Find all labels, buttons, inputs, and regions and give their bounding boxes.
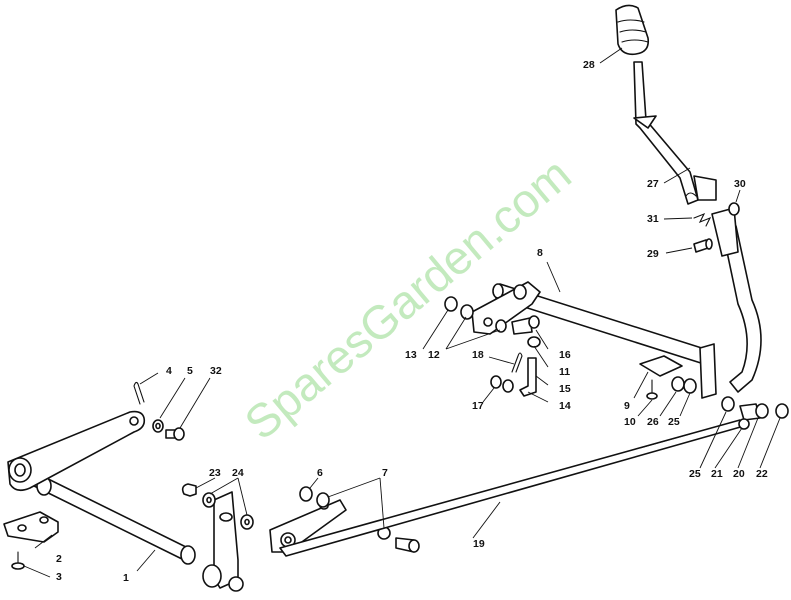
washer-pair — [202, 492, 254, 530]
washer-and-bolt — [377, 526, 420, 553]
tie-rod — [279, 419, 745, 557]
callout-18: 18 — [472, 349, 484, 361]
lower-cross-shaft — [25, 469, 196, 565]
callout-21: 21 — [711, 468, 723, 480]
callout-10: 10 — [624, 416, 636, 428]
callout-32: 32 — [210, 365, 222, 377]
callout-7: 7 — [382, 467, 388, 479]
callout-4: 4 — [166, 365, 172, 377]
upper-pivot-arm — [471, 281, 541, 335]
lever-knob — [615, 4, 650, 56]
washer — [152, 419, 164, 433]
callout-8: 8 — [537, 247, 543, 259]
washers-lower — [490, 375, 514, 393]
callout-30: 30 — [734, 178, 746, 190]
callout-9: 9 — [624, 400, 630, 412]
callout-19: 19 — [473, 538, 485, 550]
nut-30 — [728, 202, 740, 216]
lever-hub — [671, 343, 717, 399]
callout-2: 2 — [56, 553, 62, 565]
bolt-29 — [693, 238, 713, 253]
callout-3: 3 — [56, 571, 62, 583]
callout-29: 29 — [647, 248, 659, 260]
screw — [11, 551, 25, 570]
callout-25-lower: 25 — [689, 468, 701, 480]
callout-14: 14 — [559, 400, 571, 412]
shaft-bracket — [639, 355, 683, 400]
callout-5: 5 — [187, 365, 193, 377]
lower-pivot-plate — [202, 491, 244, 592]
callout-6: 6 — [317, 467, 323, 479]
callout-11: 11 — [559, 366, 570, 378]
callout-17: 17 — [472, 400, 484, 412]
callout-31: 31 — [647, 213, 659, 225]
swivel-joint — [511, 315, 541, 348]
hair-clip — [511, 352, 523, 373]
callout-23: 23 — [209, 467, 221, 479]
washers-upper — [444, 296, 507, 333]
callout-24: 24 — [232, 467, 244, 479]
callout-1: 1 — [123, 572, 129, 584]
nut — [299, 486, 330, 508]
rod-end-hardware — [721, 396, 789, 430]
leader-lines — [23, 47, 781, 578]
retaining-clip — [181, 483, 197, 497]
left-lever-arm — [7, 410, 146, 492]
callout-20: 20 — [733, 468, 745, 480]
callout-15: 15 — [559, 383, 571, 395]
callout-12: 12 — [428, 349, 440, 361]
spring-31 — [685, 192, 712, 227]
spring-clip — [133, 381, 145, 405]
callout-28: 28 — [583, 59, 595, 71]
l-pin — [519, 357, 537, 397]
callout-27: 27 — [647, 178, 659, 190]
callout-labels: 1 2 3 4 5 32 23 24 6 7 19 8 13 12 16 11 … — [56, 59, 768, 584]
callout-13: 13 — [405, 349, 417, 361]
callout-25-upper: 25 — [668, 416, 680, 428]
callout-22: 22 — [756, 468, 768, 480]
gear-lever — [633, 61, 762, 393]
callout-16: 16 — [559, 349, 571, 361]
callout-26: 26 — [647, 416, 659, 428]
mounting-bracket — [3, 511, 59, 543]
clevis-pin — [165, 427, 185, 441]
